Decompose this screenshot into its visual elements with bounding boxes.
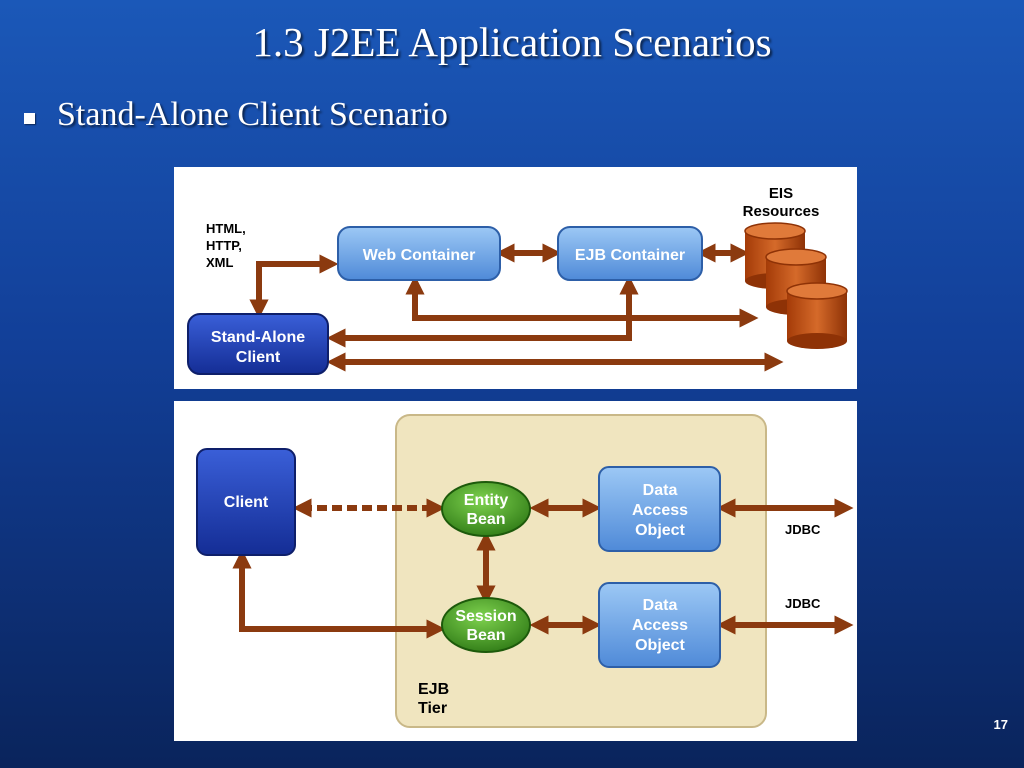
ejb-container-box: EJB Container	[557, 226, 703, 281]
eis-resources: EIS Resources	[743, 185, 848, 349]
protocol-html: HTML,	[206, 221, 246, 236]
eis-label-line1: EIS	[769, 185, 793, 202]
web-container-box: Web Container	[337, 226, 501, 281]
client-box: Client	[196, 448, 296, 556]
entity-bean-label-line1: Entity	[464, 492, 509, 509]
jdbc-label-1: JDBC	[785, 522, 821, 537]
session-bean-label-line1: Session	[455, 608, 516, 625]
web-container-label: Web Container	[363, 247, 476, 264]
page-number: 17	[993, 717, 1008, 732]
database-icon-3	[786, 282, 848, 349]
client-box: Stand-Alone Client	[187, 313, 329, 375]
bottom-arrows	[232, 498, 854, 639]
ejb-tier-region: EJB Tier	[395, 414, 767, 728]
dao1-label-line2: Access	[632, 502, 688, 519]
bullet-square-icon	[24, 112, 35, 124]
entity-bean: Entity Bean	[441, 481, 531, 537]
bullet-text: Stand-Alone Client Scenario	[57, 96, 448, 133]
protocol-xml: XML	[206, 255, 234, 270]
dao2-label-line3: Object	[635, 637, 685, 654]
dao1-label-line3: Object	[635, 522, 685, 539]
data-access-object-1: Data Access Object	[598, 466, 721, 552]
slide-title: 1.3 J2EE Application Scenarios	[252, 19, 772, 65]
ejb-tier-diagram: EJB Tier Client Entity Bean Session Bean	[174, 401, 857, 741]
jdbc-label-2: JDBC	[785, 596, 821, 611]
client-to-web-arrow	[249, 254, 339, 319]
session-bean-label-line2: Bean	[466, 627, 505, 644]
dao2-label-line2: Access	[632, 617, 688, 634]
bullet-item: Stand-Alone Client Scenario	[24, 96, 448, 134]
session-bean: Session Bean	[441, 597, 531, 653]
protocol-http: HTTP,	[206, 238, 242, 253]
top-arrows	[249, 243, 784, 372]
client-session-arrow	[232, 549, 446, 639]
ejb-container-label: EJB Container	[575, 247, 685, 264]
ejb-tier-label-line2: Tier	[418, 700, 447, 717]
stand-alone-scenario-diagram: Web Container EJB Container Stand-Alone …	[174, 167, 857, 389]
client-label: Client	[224, 494, 269, 511]
dao2-label-line1: Data	[643, 597, 678, 614]
data-access-object-2: Data Access Object	[598, 582, 721, 668]
eis-label-line2: Resources	[743, 203, 820, 220]
entity-bean-label-line2: Bean	[466, 511, 505, 528]
protocol-labels: HTML, HTTP, XML	[206, 221, 246, 270]
client-label-line2: Client	[236, 349, 281, 366]
web-to-eis-arrow	[405, 275, 759, 328]
dao1-label-line1: Data	[643, 482, 678, 499]
ejb-to-client-arrow	[326, 275, 639, 348]
ejb-tier-label-line1: EJB	[418, 681, 449, 698]
client-label-line1: Stand-Alone	[211, 329, 305, 346]
